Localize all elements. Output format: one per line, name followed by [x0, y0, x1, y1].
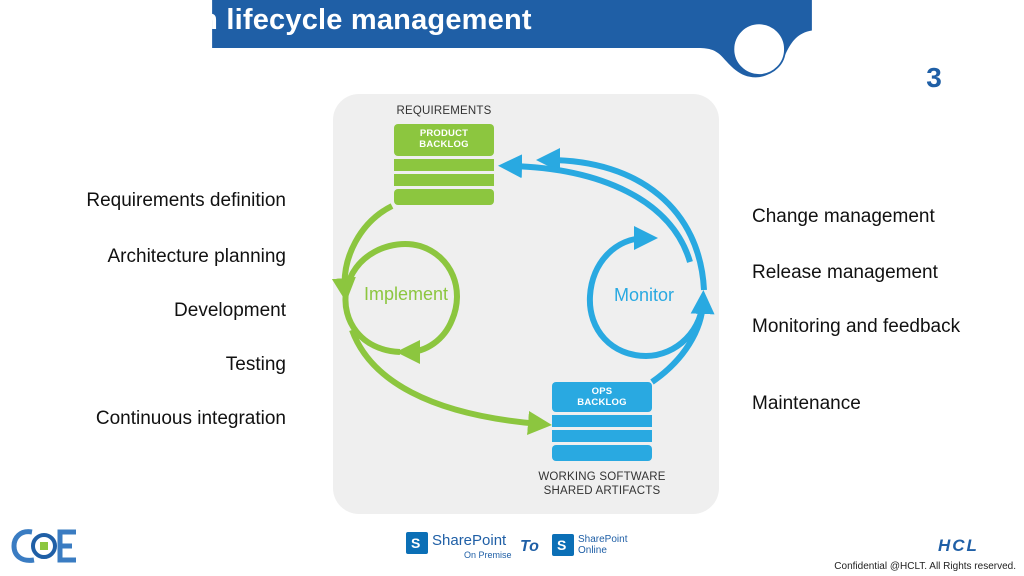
sharepoint-online-icon: S — [552, 534, 574, 556]
list-item-development: Development — [174, 300, 286, 321]
green-arrow-to-ops — [349, 328, 552, 435]
sharepoint-icon: S — [406, 532, 428, 554]
list-item-requirements-definition: Requirements definition — [86, 190, 286, 211]
sharepoint-to-text: SharePoint — [578, 534, 628, 545]
monitor-label: Monitor — [613, 285, 675, 305]
implement-label: Implement — [363, 284, 449, 304]
ops-backlog-line2: BACKLOG — [577, 397, 627, 408]
coe-logo-mark — [11, 529, 76, 563]
implement-cycle-arrow — [342, 241, 460, 364]
monitor-cycle-arrow — [586, 226, 707, 360]
sharepoint-from-text: SharePoint — [432, 532, 507, 549]
blue-arrow-to-product — [536, 148, 707, 291]
to-text: To — [520, 538, 539, 555]
ops-backlog-line1: OPS — [591, 386, 613, 397]
ops-backlog-stack — [552, 382, 652, 461]
ops-backlog-label: OPS BACKLOG — [552, 386, 652, 408]
header-band — [212, 0, 812, 78]
requirements-label: REQUIREMENTS — [396, 105, 492, 117]
product-backlog-stack — [394, 124, 494, 205]
green-arrow-to-implement — [331, 203, 394, 302]
product-backlog-label: PRODUCT BACKLOG — [394, 128, 494, 150]
list-item-monitoring-feedback: Monitoring and feedback — [752, 316, 961, 337]
shared-artifacts-line2: SHARED ARTIFACTS — [543, 485, 661, 497]
blue-arrow-to-monitor — [650, 290, 715, 385]
hcl-logo: HCL — [938, 536, 979, 555]
list-item-testing: Testing — [225, 354, 286, 375]
product-backlog-line1: PRODUCT — [419, 128, 469, 139]
blue-arrow-to-product-inner — [498, 154, 693, 263]
list-item-release-management: Release management — [752, 262, 938, 283]
working-software-line1: WORKING SOFTWARE — [538, 471, 666, 483]
slide-title: Application lifecycle management — [58, 4, 532, 36]
product-backlog-line2: BACKLOG — [419, 139, 469, 150]
confidential-notice: Confidential @HCLT. All Rights reserved. — [834, 561, 1016, 572]
svg-text:S: S — [557, 537, 566, 553]
list-item-continuous-integration: Continuous integration — [95, 408, 286, 429]
list-item-maintenance: Maintenance — [752, 393, 861, 414]
svg-text:S: S — [411, 535, 420, 551]
coe-logo — [10, 524, 84, 568]
online-text: Online — [578, 545, 607, 556]
page-number: 3 — [926, 62, 942, 93]
sharepoint-online-logo: S SharePoint Online — [552, 530, 642, 562]
list-item-change-management: Change management — [752, 206, 935, 227]
list-item-architecture-planning: Architecture planning — [107, 246, 287, 267]
sharepoint-on-premise-logo: S SharePoint On Premise — [406, 530, 516, 562]
on-premise-text: On Premise — [464, 550, 512, 560]
working-software-label: WORKING SOFTWARE SHARED ARTIFACTS — [530, 470, 674, 498]
